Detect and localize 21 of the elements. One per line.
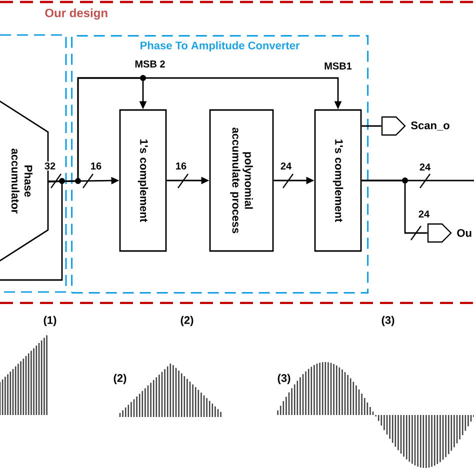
- edge-label: 24: [279, 162, 293, 170]
- edge-label: 24: [417, 210, 431, 218]
- process-box: 1's complement: [314, 109, 362, 252]
- output-buffer: [427, 223, 452, 243]
- process-box: 1's complement: [119, 109, 167, 252]
- edge-label: 16: [174, 161, 188, 171]
- waveform-label: (1): [44, 316, 56, 326]
- waveform-label: (3): [278, 374, 290, 384]
- edge-label: MSB 2: [134, 59, 166, 69]
- port-label: Ou: [457, 229, 472, 237]
- edge-label: MSB1: [323, 61, 353, 71]
- waveform-label: (2): [114, 374, 126, 384]
- edge-label: 16: [89, 161, 103, 171]
- output-buffer: [381, 116, 406, 136]
- section-title: Our design: [45, 8, 108, 20]
- waveform-label: (3): [382, 316, 394, 326]
- bus-width: 32: [43, 161, 57, 171]
- port-label: Scan_o: [411, 122, 450, 131]
- process-box: polynomial accumulate process: [209, 109, 274, 252]
- edge-label: 24: [418, 162, 432, 172]
- waveform-label: (2): [180, 316, 194, 326]
